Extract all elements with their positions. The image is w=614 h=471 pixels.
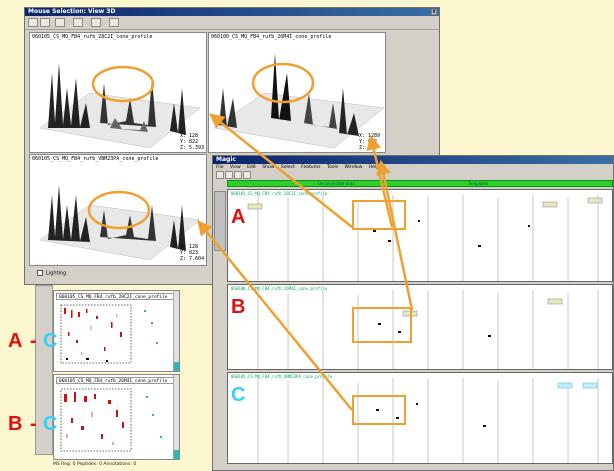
- coord-y: Y: 823: [180, 250, 199, 256]
- label-c-1: C: [43, 330, 58, 352]
- add-icon[interactable]: [234, 171, 242, 179]
- ruler-label-templates: Templates: [468, 181, 489, 186]
- menu-view[interactable]: View: [229, 165, 241, 170]
- label-c: C: [231, 384, 246, 406]
- surface-panel-3[interactable]: 060105_CS_MQ_FB4_rufb_VBM23PA_cone_profi…: [29, 154, 207, 266]
- menu-help[interactable]: Help: [368, 165, 379, 170]
- difference-title: 060105_CS_MQ_FB4_rufb_26M4I_cone_profile: [56, 377, 177, 384]
- label-a-minus: A: [8, 330, 23, 352]
- label-a: A: [231, 206, 246, 228]
- save-icon[interactable]: [28, 18, 38, 27]
- menu-tools[interactable]: Tools: [326, 165, 339, 170]
- region-box-c: [352, 395, 406, 425]
- view3d-title: Mouse Selection: View 3D: [28, 8, 116, 15]
- scroll-thumb[interactable]: [174, 362, 179, 371]
- difference-window-1[interactable]: 060105_CS_MQ_FB4_rufb_28C2I_cone_profile: [53, 290, 180, 372]
- coord-x: X: 128: [180, 244, 199, 250]
- main-title: Magic: [216, 156, 236, 163]
- lighting-label: Lighting: [46, 270, 67, 277]
- menu-edit[interactable]: Edit: [247, 165, 256, 170]
- difference-image-1: [60, 304, 158, 364]
- menu-window[interactable]: Window: [344, 165, 363, 170]
- minus-sign-2: -: [30, 413, 37, 435]
- vertical-scrollbar[interactable]: [173, 375, 179, 459]
- zoom-icon[interactable]: [225, 171, 233, 179]
- scroll-thumb[interactable]: [174, 450, 179, 459]
- graph-icon[interactable]: [109, 18, 119, 27]
- view3d-titlebar[interactable]: Mouse Selection: View 3D x: [25, 8, 439, 16]
- gel-title: 060105_CS_MQ_FB4_rufb_28C2I_cone_profile: [231, 191, 328, 196]
- panel-title: 060105_CS_MQ_FB4_rufb_VBM23PA_cone_profi…: [32, 156, 159, 162]
- coord-x: X: 128: [180, 133, 199, 139]
- menu-file[interactable]: File: [216, 165, 224, 170]
- close-button[interactable]: x: [431, 9, 437, 15]
- coord-z: Z: 5.3: [359, 145, 378, 151]
- label-b-minus: B: [8, 413, 23, 435]
- panel-title: 060100_CS_MQ_FB4_rufb_26M4I_cone_profile: [211, 34, 332, 40]
- menu-bar: File View Edit Show Select Features Tool…: [213, 164, 613, 171]
- menu-select[interactable]: Select: [280, 165, 295, 170]
- minus-sign: -: [30, 330, 37, 352]
- surface-plot-3: [39, 185, 201, 261]
- surface-plot-1: [39, 63, 201, 149]
- coord-y: Y: 822: [180, 139, 199, 145]
- main-window: Magic File View Edit Show Select Feature…: [212, 155, 614, 471]
- difference-window-2[interactable]: 060105_CS_MQ_FB4_rufb_26M4I_cone_profile: [53, 374, 180, 460]
- main-toolbar: [213, 171, 613, 180]
- gel-image-c: [257, 378, 599, 463]
- pointer-icon[interactable]: [216, 171, 224, 179]
- gel-image-a: [247, 195, 603, 281]
- vertical-scrollbar[interactable]: [173, 291, 179, 371]
- gel-title: 060100_CS_MQ_FB4_rufb_26M4I_cone_profile: [231, 286, 328, 291]
- ruler-label-unconnected: Unconnected data: [318, 181, 355, 186]
- label-b: B: [231, 296, 246, 318]
- lighting-checkbox[interactable]: Lighting: [37, 270, 66, 277]
- panel-title: 060105_CS_MQ_FB4_rufb_28C2I_cone_profile: [32, 34, 153, 40]
- difference-title: 060105_CS_MQ_FB4_rufb_28C2I_cone_profile: [56, 293, 177, 300]
- sidebar-tab[interactable]: [214, 191, 226, 251]
- view3d-toolbar: [25, 16, 439, 30]
- gel-image-b: [257, 290, 599, 369]
- view-icon[interactable]: [91, 18, 101, 27]
- gel-panel-c[interactable]: 060105_CS_MQ_FB4_rufb_VBM23PA_cone_profi…: [227, 372, 613, 464]
- difference-image-2: [60, 388, 162, 452]
- gel-panel-a[interactable]: 060105_CS_MQ_FB4_rufb_28C2I_cone_profile: [227, 189, 613, 282]
- coord-z: Z: 5.393: [180, 145, 205, 151]
- alignment-ruler[interactable]: Unconnected data Templates: [227, 180, 613, 187]
- coord-z: Z: 7.604: [180, 256, 205, 262]
- region-box-b: [352, 307, 412, 343]
- print-icon[interactable]: [40, 18, 50, 27]
- gel-title: 060105_CS_MQ_FB4_rufb_VBM23PA_cone_profi…: [231, 374, 333, 379]
- status-bar: MS Reg: 0 Peptides: 0 Annotations: 0: [53, 462, 137, 467]
- region-box-a: [352, 200, 406, 230]
- menu-features[interactable]: Features: [301, 165, 321, 170]
- label-c-2: C: [43, 413, 58, 435]
- menu-show[interactable]: Show: [262, 165, 275, 170]
- side-tab-strip[interactable]: [35, 285, 53, 455]
- rotate-icon[interactable]: [73, 18, 83, 27]
- crosshair-icon[interactable]: [243, 171, 251, 179]
- checkbox-box[interactable]: [37, 270, 43, 276]
- surface-panel-2[interactable]: 060100_CS_MQ_FB4_rufb_26M4I_cone_profile…: [208, 32, 386, 153]
- gel-panel-b[interactable]: 060100_CS_MQ_FB4_rufb_26M4I_cone_profile: [227, 284, 613, 370]
- main-titlebar[interactable]: Magic: [213, 156, 613, 164]
- surface-panel-1[interactable]: 060105_CS_MQ_FB4_rufb_28C2I_cone_profile…: [29, 32, 207, 153]
- copy-icon[interactable]: [55, 18, 65, 27]
